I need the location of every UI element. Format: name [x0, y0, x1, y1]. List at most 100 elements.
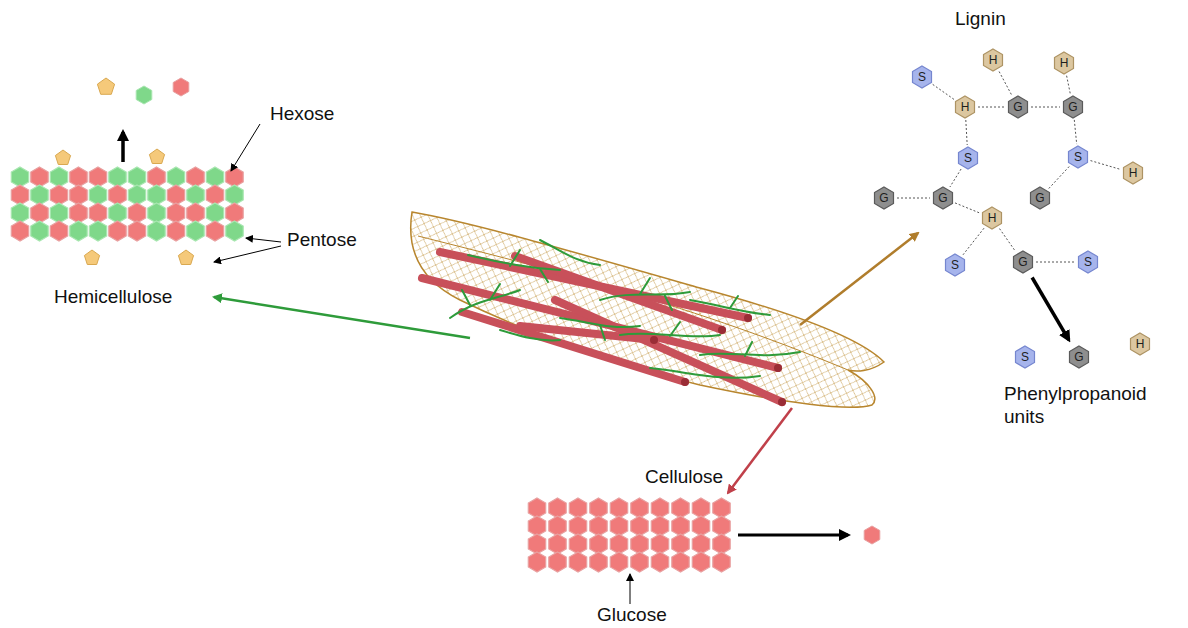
sugar-hexagon — [50, 185, 67, 205]
sugar-hexagon — [11, 221, 28, 241]
sugar-hexagon — [148, 167, 165, 187]
glucose-hexagon — [610, 498, 627, 518]
sugar-hexagon — [148, 185, 165, 205]
glucose-hexagon — [651, 498, 668, 518]
lignin-bond — [1067, 76, 1071, 95]
hexagon-shape — [946, 254, 965, 276]
unit-letter: S — [1074, 151, 1082, 163]
glucose-hexagon — [590, 534, 607, 554]
hexagon-shape — [956, 96, 975, 118]
leader-line — [231, 124, 260, 171]
pentose-pentagon — [178, 250, 193, 265]
monolignol-hexagon: H — [1128, 332, 1152, 356]
rod-end — [774, 364, 782, 372]
monolignol-hexagon: H — [1121, 161, 1145, 185]
sugar-hexagon — [50, 203, 67, 223]
sugar-hexagon — [70, 203, 87, 223]
fibril — [620, 322, 720, 336]
fibril — [700, 342, 800, 356]
part-label: Lignin — [955, 8, 1006, 31]
monolignol-hexagon: S — [1076, 250, 1100, 274]
unit-letter: G — [1013, 101, 1022, 113]
monolignol-hexagon: G — [1067, 345, 1091, 369]
part-label: Phenylpropanoid units — [1004, 383, 1176, 429]
sugar-hexagon — [109, 185, 126, 205]
lignin-bond — [1091, 161, 1121, 170]
monolignol-hexagon: G — [1061, 95, 1085, 119]
sugar-hexagon — [167, 167, 184, 187]
unit-letter: S — [964, 152, 972, 164]
plant-fibre — [411, 212, 884, 407]
fibril — [560, 318, 640, 340]
unit-letter: G — [1018, 256, 1027, 268]
glucose-hexagon — [713, 498, 730, 518]
pentose-pentagon — [55, 150, 70, 165]
glucose-hexagon — [569, 552, 586, 572]
lignin-bond — [897, 198, 930, 199]
sugar-hexagon — [206, 203, 223, 223]
rod-end — [650, 336, 658, 344]
glucose-hexagon — [569, 498, 586, 518]
lignin-bond — [963, 228, 984, 255]
sugar-hexagon — [167, 203, 184, 223]
lignin-mesh-fold — [418, 236, 848, 370]
cellulose-rods — [422, 252, 782, 402]
glucose-hexagon — [590, 552, 607, 572]
release-arrow — [738, 534, 848, 537]
sugar-hexagon — [187, 167, 204, 187]
sugar-hexagon — [50, 167, 67, 187]
glucose-hexagon — [569, 516, 586, 536]
sugar-hexagon — [89, 167, 106, 187]
pentose-pentagon — [149, 149, 164, 164]
hexagon-shape — [1055, 52, 1074, 74]
unit-letter: H — [989, 54, 998, 66]
free-pentose — [97, 78, 114, 94]
lignin-bond — [1074, 120, 1076, 144]
glucose-hexagon — [549, 498, 566, 518]
hemicellulose-fibrils — [450, 240, 800, 378]
pointer-arrow — [800, 233, 918, 325]
sugar-hexagon — [109, 203, 126, 223]
fibril — [540, 240, 600, 265]
glucose-hexagon — [672, 516, 689, 536]
sugar-hexagon — [206, 167, 223, 187]
lignin-bond — [1000, 229, 1016, 252]
fibril — [450, 284, 520, 318]
depolymerisation-arrow — [1032, 278, 1069, 340]
lignin-bond — [999, 72, 1012, 96]
sugar-hexagon — [70, 167, 87, 187]
unit-letter: G — [879, 192, 888, 204]
unit-letter: G — [938, 192, 947, 204]
glucose-hexagon — [692, 552, 709, 572]
fibril — [500, 330, 560, 340]
glucose-hexagon — [590, 498, 607, 518]
sugar-hexagon — [11, 167, 28, 187]
lignin-bond — [978, 107, 1005, 108]
glucose-hexagon — [713, 552, 730, 572]
glucose-hexagon — [692, 516, 709, 536]
sugar-hexagon — [31, 221, 48, 241]
glucose-hexagon — [631, 534, 648, 554]
lignin-bond — [1031, 107, 1060, 108]
fibril — [650, 368, 760, 378]
sugar-hexagon — [148, 203, 165, 223]
leader-line — [246, 238, 281, 242]
sugar-hexagon — [89, 185, 106, 205]
lignin-bond — [1049, 167, 1069, 189]
free-glucose — [864, 526, 880, 544]
unit-letter: H — [1129, 167, 1138, 179]
sugar-hexagon — [167, 185, 184, 205]
unit-letter: H — [1060, 57, 1069, 69]
lignin-mesh — [411, 212, 884, 407]
unit-letter: S — [1021, 351, 1029, 363]
unit-letter: G — [1068, 101, 1077, 113]
release-arrow — [121, 132, 125, 162]
hexagon-shape — [1009, 96, 1028, 118]
unit-letter: S — [951, 259, 959, 271]
glucose-hexagon — [610, 516, 627, 536]
lignin-bond — [966, 120, 967, 145]
hexagon-shape — [1079, 251, 1098, 273]
hexagon-shape — [983, 207, 1002, 229]
pointer-arrow — [214, 297, 470, 338]
part-label: Cellulose — [645, 466, 723, 489]
